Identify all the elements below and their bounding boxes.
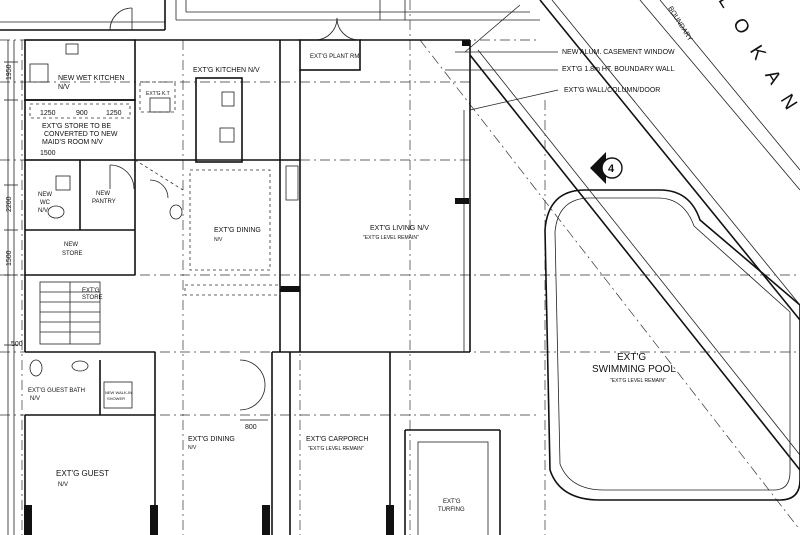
dining-top-label: EXT'G DINING bbox=[214, 227, 261, 234]
top-boundary bbox=[0, 0, 540, 31]
new-wc-label-2: WC bbox=[40, 200, 51, 206]
store-label-1: NEW bbox=[64, 242, 78, 248]
pantry-label-2: PANTRY bbox=[92, 199, 116, 205]
swimming-pool-inner bbox=[554, 197, 791, 491]
dim-1500-v: 1500 bbox=[6, 250, 13, 266]
dining-bottom-nv: N/V bbox=[188, 445, 197, 451]
wet-kitchen-label: NEW WET KITCHEN bbox=[58, 75, 124, 82]
legend-notes: NEW ALUM. CASEMENT WINDOW EXT'G 1.8m HT.… bbox=[562, 49, 675, 94]
walk-in-label-2: SHOWER bbox=[107, 396, 125, 401]
stair bbox=[39, 281, 101, 345]
maid-room-label-2: CONVERTED TO NEW bbox=[44, 131, 118, 138]
living-note: "EXT'G LEVEL REMAIN" bbox=[363, 235, 419, 241]
dim-1500: 1500 bbox=[40, 150, 56, 157]
diagonal-boundary bbox=[419, 0, 800, 531]
dimension-labels: 1250 900 1250 1500 800 500 1950 2200 150… bbox=[6, 64, 257, 431]
dashed-outlines bbox=[29, 81, 281, 296]
dining-top-nv: N/V bbox=[214, 237, 223, 243]
dim-1950: 1950 bbox=[6, 64, 13, 80]
kitchen-label: EXT'G KITCHEN N/V bbox=[193, 67, 260, 74]
wet-kitchen-nv: N/V bbox=[58, 84, 70, 91]
dim-1250-a: 1250 bbox=[40, 110, 56, 117]
dim-1250-b: 1250 bbox=[106, 110, 122, 117]
new-wc-label-3: N/V bbox=[38, 208, 48, 214]
store-label-2: STORE bbox=[62, 251, 83, 257]
dim-2200: 2200 bbox=[6, 196, 13, 212]
room-labels: NEW WET KITCHEN N/V EXT'G KITCHEN N/V EX… bbox=[28, 54, 676, 513]
stair-store-label-2: STORE bbox=[82, 295, 103, 301]
carporch-note: "EXT'G LEVEL REMAIN" bbox=[308, 446, 364, 452]
maid-room-label-1: EXT'G STORE TO BE bbox=[42, 123, 111, 130]
section-marker: 4 bbox=[590, 152, 623, 184]
dim-900: 900 bbox=[76, 110, 88, 117]
guest-label: EXT'G GUEST bbox=[56, 469, 109, 478]
street-name: L O K A N bbox=[714, 0, 800, 119]
kitchen-kt-label: EXT'G K.T bbox=[146, 91, 170, 97]
pool-label-2: SWIMMING POOL bbox=[592, 364, 676, 375]
dim-800: 800 bbox=[245, 424, 257, 431]
columns bbox=[24, 40, 470, 535]
guest-nv: N/V bbox=[58, 482, 68, 488]
guest-bath-label: EXT'G GUEST BATH bbox=[28, 388, 85, 394]
section-marker-number: 4 bbox=[608, 163, 615, 175]
carporch-label: EXT'G CARPORCH bbox=[306, 436, 368, 443]
dining-bottom-label: EXT'G DINING bbox=[188, 436, 235, 443]
pool-label-1: EXT'G bbox=[617, 352, 646, 363]
doors bbox=[109, 17, 360, 421]
swimming-pool bbox=[544, 189, 800, 501]
stair-store-label-1: EXT'G bbox=[82, 288, 100, 294]
maid-room-label-3: MAID'S ROOM N/V bbox=[42, 139, 103, 146]
boundary-label: BOUNDARY bbox=[666, 5, 693, 43]
casement-note: NEW ALUM. CASEMENT WINDOW bbox=[562, 49, 675, 56]
new-wc-label-1: NEW bbox=[38, 192, 52, 198]
living-label: EXT'G LIVING N/V bbox=[370, 225, 429, 232]
wall-column-note: EXT'G WALL/COLUMN/DOOR bbox=[564, 87, 660, 94]
leader-lines bbox=[445, 4, 559, 111]
turfing-label-1: EXT'G bbox=[443, 499, 461, 505]
plant-room-label: EXT'G PLANT RM bbox=[310, 54, 359, 60]
left-dimension-strip bbox=[4, 40, 18, 535]
boundary-wall-note: EXT'G 1.8m HT. BOUNDARY WALL bbox=[562, 66, 675, 73]
turfing-label-2: TURFING bbox=[438, 507, 465, 513]
guest-bath-nv: N/V bbox=[30, 396, 40, 402]
walk-in-label-1: NEW WALK-IN bbox=[105, 390, 132, 395]
pantry-label-1: NEW bbox=[96, 191, 110, 197]
building-walls bbox=[24, 39, 501, 535]
dim-500: 500 bbox=[11, 341, 23, 348]
pool-note: "EXT'G LEVEL REMAIN" bbox=[610, 378, 666, 384]
fixtures bbox=[29, 43, 299, 409]
